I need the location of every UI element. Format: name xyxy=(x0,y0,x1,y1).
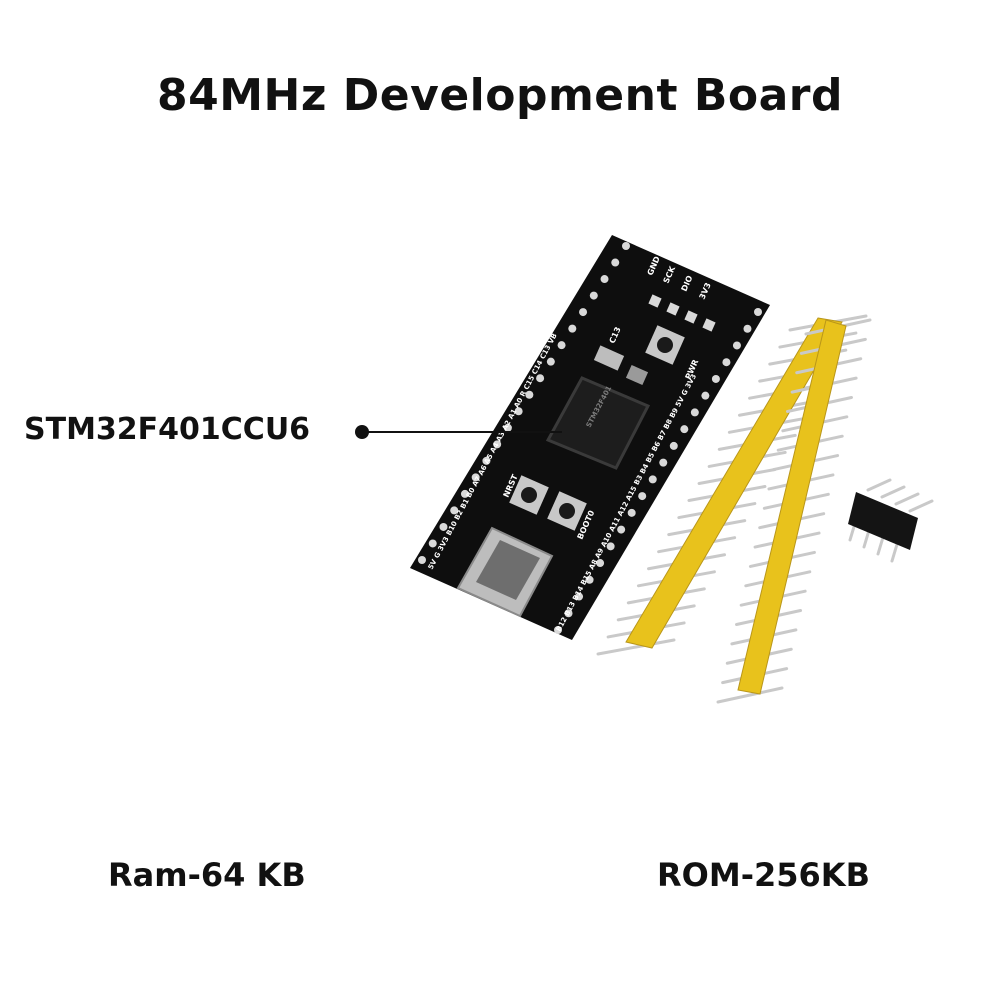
pin-hole xyxy=(606,542,615,551)
pin-hole xyxy=(471,473,480,482)
pin-hole xyxy=(585,575,594,584)
pin-hole xyxy=(722,358,731,367)
pin-hole xyxy=(503,423,512,432)
pin-hole xyxy=(575,592,584,601)
pin-hole xyxy=(617,525,626,534)
pin-hole xyxy=(743,324,752,333)
pin-hole xyxy=(669,441,678,450)
chip-label: STM32F401CCU6 xyxy=(24,412,311,447)
pin-hole xyxy=(564,609,573,618)
pin-hole xyxy=(659,458,668,467)
page-title: 84MHz Development Board xyxy=(157,70,843,121)
pin-hole xyxy=(554,626,562,634)
pin-hole xyxy=(482,456,491,465)
pin-header-strip-long xyxy=(596,314,872,704)
pin-hole xyxy=(514,407,523,416)
pin-hole xyxy=(754,308,762,316)
pin-hole xyxy=(493,440,502,449)
pin-hole xyxy=(622,242,630,250)
rom-spec: ROM-256KB xyxy=(657,856,870,894)
header-pin xyxy=(716,686,784,704)
user-key-button xyxy=(645,325,685,365)
pin-hole xyxy=(690,408,699,417)
pin-hole xyxy=(600,275,609,284)
pin-hole xyxy=(460,489,469,498)
pin-hole xyxy=(536,374,545,383)
pin-hole xyxy=(680,425,689,434)
pin-hole xyxy=(579,308,588,317)
pin-hole xyxy=(638,492,647,501)
pin-hole xyxy=(418,556,426,564)
regulator xyxy=(625,364,649,386)
pin-hole xyxy=(450,506,459,515)
pin-hole xyxy=(611,258,620,267)
pin-hole xyxy=(428,539,437,548)
pin-header-short xyxy=(848,478,934,563)
chip-leader-line xyxy=(362,431,562,433)
mcu-chip: STM32F401 xyxy=(545,376,651,470)
pin-hole xyxy=(589,291,598,300)
pin-hole xyxy=(701,391,710,400)
pin-hole xyxy=(732,341,741,350)
ram-spec: Ram-64 KB xyxy=(108,856,306,894)
pin-hole xyxy=(546,357,555,366)
pin-hole xyxy=(596,559,605,568)
usb-c-connector xyxy=(456,526,554,618)
pin-hole xyxy=(525,390,534,399)
crystal xyxy=(593,345,625,371)
pin-hole xyxy=(557,341,566,350)
nrst-button xyxy=(509,475,549,515)
pin-hole xyxy=(648,475,657,484)
dev-board: STM32F401 NRST BOOT0 C13 PWR GND xyxy=(410,235,770,640)
pin-hole xyxy=(711,374,720,383)
boot0-button xyxy=(547,491,587,531)
header-pin xyxy=(596,638,676,656)
pin-hole xyxy=(627,508,636,517)
pin-hole xyxy=(439,522,448,531)
chip-leader-dot xyxy=(355,425,369,439)
pin-hole xyxy=(568,324,577,333)
